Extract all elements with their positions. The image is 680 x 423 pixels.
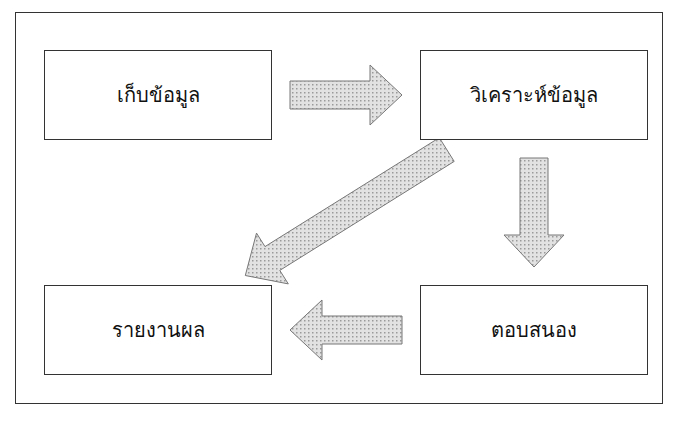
block-arrow <box>290 65 402 125</box>
block-arrow <box>290 300 402 360</box>
block-arrow <box>504 158 564 267</box>
box-label: วิเคราะห์ข้อมูล <box>470 79 598 111</box>
block-arrow <box>245 138 454 284</box>
box-label: รายงานผล <box>112 314 205 346</box>
process-box: วิเคราะห์ข้อมูล <box>420 50 648 140</box>
process-box: เก็บข้อมูล <box>44 50 272 140</box>
process-box: รายงานผล <box>44 285 272 375</box>
process-box: ตอบสนอง <box>420 285 648 375</box>
box-label: ตอบสนอง <box>491 314 577 346</box>
box-label: เก็บข้อมูล <box>117 79 200 111</box>
